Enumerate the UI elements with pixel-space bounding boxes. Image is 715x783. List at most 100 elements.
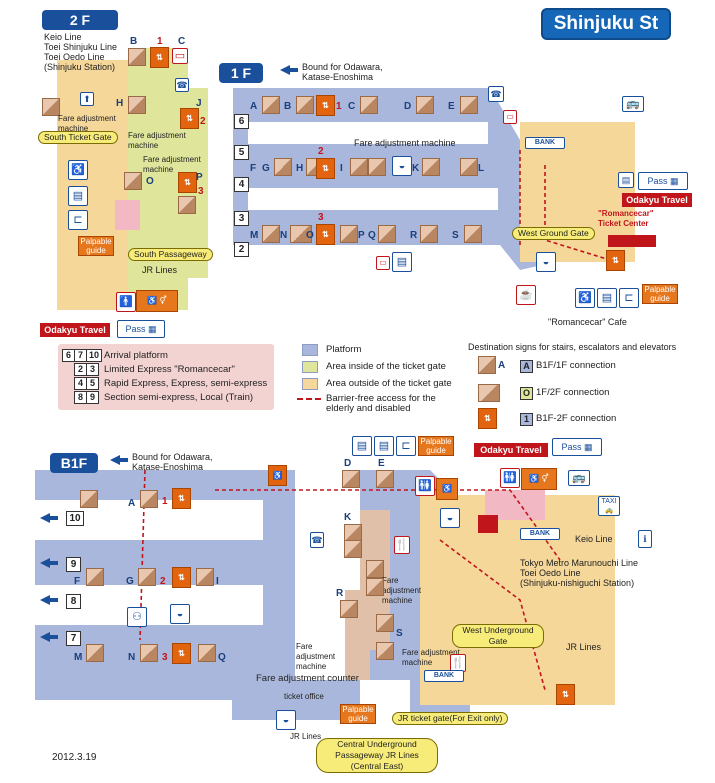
f2-letter-1: 1 [157,36,163,47]
f2-jr-lines: JR Lines [142,265,178,275]
b1-bus-icon: 🚌 [568,470,590,486]
f2-stairs-right [178,196,196,214]
b1-phone-icon: ☎ [310,532,324,548]
b1-elevator-1: ⇅ [172,488,191,509]
f1-letter-o: O [306,230,314,241]
b1-stairs-g [138,568,156,586]
legend-dest-a-tag: A [498,360,506,371]
f1-stairs-s [464,225,482,243]
f1-letter-a: A [250,101,258,112]
b1-track-7: 7 [66,631,81,646]
b1-stairs-s2 [376,642,394,660]
b1-stairs-p [198,644,216,662]
f1-letter-2: 2 [318,146,324,157]
f1-letter-f: F [250,163,257,174]
b1-jr-lines: JR Lines [566,642,602,652]
b1-palpable-guide-lower: Palpable guide [340,704,376,724]
b1-letter-q: Q [218,652,226,663]
f2-letter-p: P [196,172,203,183]
b1-fare-adjust-counter: Fare adjustment counter [256,673,359,684]
f2-line-toei-oedo: Toei Oedo Line [44,52,105,62]
b1-letter-k: K [344,512,352,523]
b1-track-8: 8 [66,594,81,609]
f1-stairs-d [416,96,434,114]
f2-line-station: (Shinjuku Station) [44,62,116,72]
f1-romancecar-ticket-center: "Romancecar" Ticket Center [598,209,654,228]
b1-stairs-f [86,568,104,586]
west-ground-gate[interactable]: West Ground Gate [512,227,595,240]
f2-letter-b: B [130,36,138,47]
f1-letter-q: Q [368,230,376,241]
floor-tag-1f: 1 F [219,63,263,83]
b1-track-7-arrow [40,632,58,642]
south-ticket-gate[interactable]: South Ticket Gate [38,131,118,144]
legend-platform: Platform [326,344,362,355]
legend-limited-express: Limited Express "Romancecar" [104,364,235,375]
f1-stairs-m [262,225,280,243]
legend-dest-o-key: O [520,387,533,400]
b1-elevator-2: ⇅ [172,567,191,588]
central-underground-passageway[interactable]: Central Underground Passageway JR Lines … [316,738,438,773]
legend-section-semi: Section semi-express, Local (Train) [104,392,254,403]
f1-elevator-2: ⇅ [316,158,335,179]
f1-letter-l: L [478,163,485,174]
f1-letter-1: 1 [336,101,342,112]
f1-ticket-counter-bar [608,235,656,247]
legend-num-5: 5 [86,377,99,390]
f1-letter-m: M [250,230,259,241]
b1-track-9: 9 [66,557,81,572]
b1-restroom-icon: 🚻 [415,476,435,496]
f2-letter-j: J [196,98,202,109]
legend-outside-gate: Area outside of the ticket gate [326,378,452,389]
f1-letter-n: N [280,230,288,241]
b1-stairs-n [140,644,158,662]
f2-ticket-machine-icon: ▤ [68,186,88,206]
f1-stairs-j [368,158,386,176]
legend-num-10: 10 [86,349,102,362]
f1-palpable-guide: Palpable guide [642,284,678,304]
f1-bank-icon: BANK [525,137,565,149]
b1-letter-m: M [74,652,83,663]
legend-arrival: Arrival platform [104,350,168,361]
legend-dest-o: 1F/2F connection [536,387,610,398]
b1-letter-f: F [74,576,81,587]
legend-dest-a: B1F/1F connection [536,360,616,371]
f1-stairs-a [262,96,280,114]
legend-dest-1-key: 1 [520,413,533,426]
map-date: 2012.3.19 [52,752,97,763]
f1-stairs-g [274,158,292,176]
b1-stairs-s [376,614,394,632]
b1-ticket-office: ticket office [284,692,324,701]
f1-machine-icon-2: ▤ [597,288,617,308]
f2-restroom-icon: ▭ [172,48,188,64]
b1-track-10-arrow [40,513,58,523]
f1-letter-h: H [296,163,304,174]
f1-letter-b: B [284,101,292,112]
b1-track-10: 10 [66,511,84,526]
legend-dest-stairs [478,356,496,374]
b1-fare-adjust-3: Fare adjustment machine [402,648,460,667]
f1-odakyu-travel: Odakyu Travel [622,193,692,207]
station-title: Shinjuku St [541,8,671,40]
b1-restroom-icon-2: 🚻 [500,468,520,488]
b1-bank-icon-2: BANK [520,528,560,540]
f1-bound-for: Bound for Odawara, Katase-Enoshima [302,62,383,82]
b1-stairs-r [340,600,358,618]
b1-stairs-mid-2 [366,578,384,596]
west-underground-gate[interactable]: West Underground Gate [452,624,544,648]
f1-bound-arrow [280,65,298,75]
b1-metro-line-3: (Shinjuku-nishiguchi Station) [520,578,635,588]
f2-palpable-guide: Palpable guide [78,236,114,256]
south-passageway[interactable]: South Passageway [128,248,213,261]
b1-info-icon: ℹ [638,530,652,548]
f1-track-5: 5 [234,145,249,160]
legend-destination-title: Destination signs for stairs, escalators… [468,342,677,352]
jr-ticket-gate[interactable]: JR ticket gate(For Exit only) [392,712,509,725]
f1-track-2: 2 [234,242,249,257]
f1-elevator-gate: ⇅ [606,250,625,271]
legend-num-2: 2 [74,363,87,376]
f2-info-icon: ⬆ [80,92,94,106]
b1-bound-arrow [110,455,128,465]
b1-fare-adjust-1: Fare adjustment machine [382,576,422,605]
legend-dest-a-key: A [520,360,533,373]
